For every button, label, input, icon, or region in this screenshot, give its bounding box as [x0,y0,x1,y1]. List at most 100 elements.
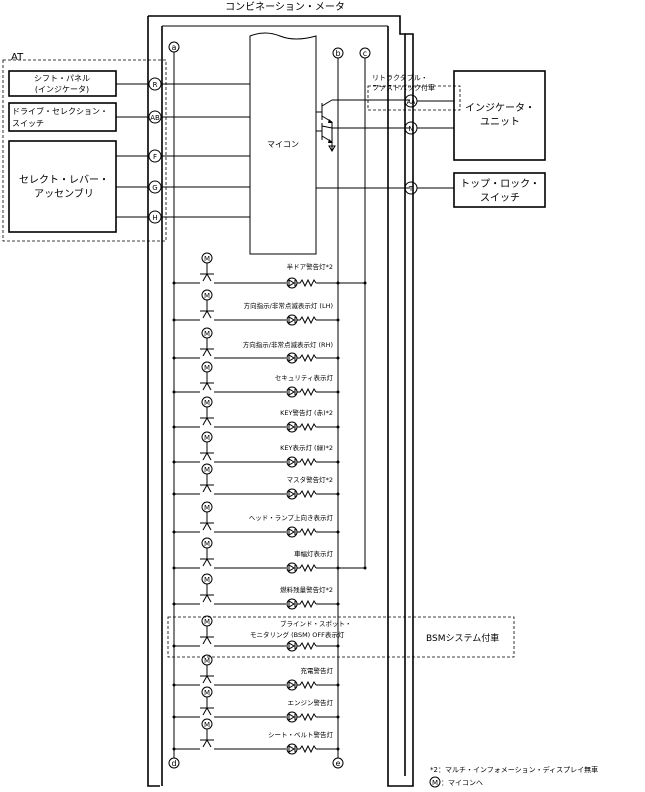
meter-title: コンビネーション・メータ [225,1,345,13]
indicator-unit-line1: インジケータ・ [465,102,535,114]
svg-text:AA: AA [407,99,416,106]
bsm-box [167,616,515,658]
drive-selection-line1: ドライブ・セレクション・ [12,106,108,116]
svg-text:M: M [204,504,210,512]
svg-text:G: G [152,184,157,192]
lamp-label: 燃料残量警告灯*2 [280,585,333,594]
at-label: AT [11,52,24,63]
meter-panel [147,15,414,787]
pin-G: G [148,180,162,194]
pin-AB: AB [148,110,162,124]
lamp-label: モニタリング (BSM) OFF表示灯 [250,630,345,639]
lamp-rung: 燃料残量警告灯*2 M [172,573,340,610]
svg-text:H: H [152,214,157,222]
svg-text:a: a [172,43,177,52]
svg-text:c: c [363,49,367,58]
svg-text:M: M [204,721,210,729]
select-lever-box [8,140,117,233]
note-to-micom: ：マイコンへ [441,779,483,787]
select-lever-line2: アッセンブリ [34,187,94,200]
svg-text:M: M [204,540,210,548]
pin-AA: AA [404,94,418,108]
svg-text:M: M [204,618,210,626]
svg-text:M: M [204,657,210,665]
note-m-symbol: M [429,776,441,788]
lamp-label: エンジン警告灯 [288,698,334,707]
note-multi-info: *2：マルチ・インフォメーション・ディスプレイ無車 [430,765,598,774]
lamp-label: シート・ベルト警告灯 [268,730,334,739]
transistors [316,99,410,189]
top-lock-switch-box [453,172,546,208]
lamp-rung: 充電警告灯 M [172,654,340,691]
lamp-rung: 方向指示/非常点滅表示灯 (LH) M [172,289,340,326]
svg-text:N: N [408,125,413,133]
svg-text:M: M [204,330,210,338]
drive-selection-line2: スイッチ [12,119,44,128]
top-lock-switch-line2: スイッチ [480,192,520,204]
lamp-rung: ヘッド・ランプ上向き表示灯 M [172,501,340,538]
svg-text:M: M [204,364,210,372]
lamp-rung: 半ドア警告灯*2 M [172,252,367,289]
shift-panel-line2: (インジケータ) [35,85,89,94]
shift-panel-line1: シフト・パネル [34,74,90,83]
bus-a: a [168,41,180,53]
svg-text:M: M [204,466,210,474]
bus-c: c [359,47,371,59]
lamp-rung: マスタ警告灯*2 M [172,463,340,500]
pin-R: R [148,77,162,91]
bsm-label: BSMシステム付車 [426,632,499,644]
top-lock-switch-line1: トップ・ロック・ [460,178,540,190]
svg-text:e: e [336,759,341,768]
lamp-label: ブラインド・スポット・ [280,619,352,628]
pin-H: H [148,210,162,224]
svg-text:M: M [204,576,210,584]
bus-b: b [332,47,344,59]
lamp-rung: 方向指示/非常点滅表示灯 (RH) M [172,327,340,364]
lamp-rung: セキュリティ表示灯 M [172,361,340,398]
at-group-box [2,59,167,242]
svg-text:M: M [432,779,438,787]
lamp-label: 半ドア警告灯*2 [287,262,333,271]
microcomputer-label: マイコン [267,140,299,149]
lamp-label: マスタ警告灯*2 [287,475,333,484]
svg-text:M: M [204,399,210,407]
select-lever-line1: セレクト・レバー・ [19,174,109,186]
svg-text:R: R [153,81,158,89]
svg-text:M: M [204,292,210,300]
svg-text:M: M [204,689,210,697]
indicator-unit-line2: ユニット [480,117,520,128]
lamp-rung: KEY警告灯 (赤)*2 M [172,396,340,433]
lamp-label: 方向指示/非常点滅表示灯 (RH) [243,340,333,349]
right-wires [417,100,454,189]
lamp-label: KEY警告灯 (赤)*2 [280,408,333,417]
lamp-label: 車幅灯表示灯 [294,549,334,558]
lamp-label: ヘッド・ランプ上向き表示灯 [249,513,334,522]
svg-text:d: d [171,759,176,768]
svg-text:M: M [204,255,210,263]
lamp-label: 充電警告灯 [301,666,334,675]
svg-text:AB: AB [150,114,160,122]
lamp-rung: シート・ベルト警告灯 M [172,718,340,755]
svg-text:M: M [204,434,210,442]
vertical-buses [173,52,366,758]
lamp-label: セキュリティ表示灯 [275,373,334,382]
svg-text:T: T [408,185,414,193]
retractable-box [367,85,461,111]
left-wires [116,83,250,218]
svg-text:F: F [153,153,157,161]
lamp-rung: エンジン警告灯 M [172,686,340,723]
retractable-line1: リトラクタブル・ [372,73,428,82]
retractable-line2: ファストバック付車 [372,83,435,92]
microcomputer-box [249,32,317,255]
pin-F: F [148,149,162,163]
lamp-label: 方向指示/非常点滅表示灯 (LH) [244,301,333,310]
indicator-unit-box [453,70,546,161]
bus-e: e [332,757,344,769]
lamp-rung: ブラインド・スポット・モニタリング (BSM) OFF表示灯 M [172,615,352,652]
lamp-label: KEY表示灯 (緑)*2 [280,443,333,452]
svg-text:b: b [335,49,340,58]
bus-d: d [168,757,180,769]
lamp-rung: KEY表示灯 (緑)*2 M [172,431,340,468]
